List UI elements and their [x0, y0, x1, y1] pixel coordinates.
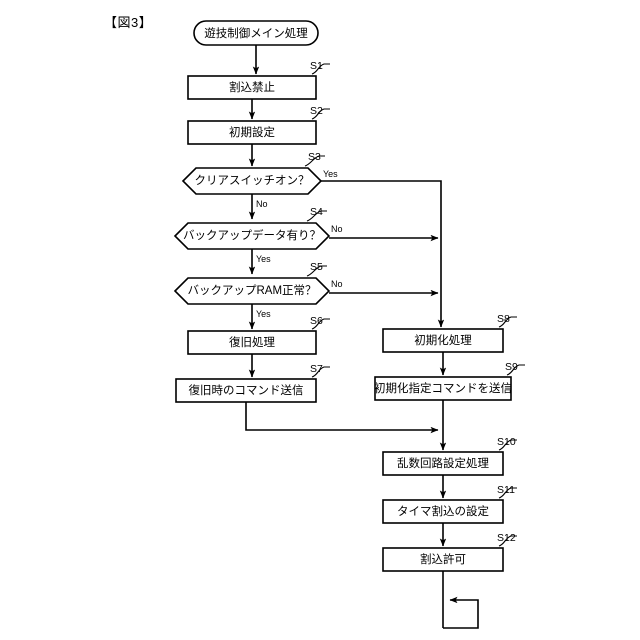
branch-label-s4-yes: Yes [256, 254, 271, 264]
leader-s2 [311, 108, 330, 120]
node-s10: 乱数回路設定処理 [382, 451, 504, 476]
node-start: 遊技制御メイン処理 [193, 20, 319, 46]
step-label-s5: S5 [310, 261, 323, 273]
branch-label-s3-yes: Yes [323, 169, 338, 179]
step-label-s4: S4 [310, 206, 323, 218]
step-label-s3: S3 [308, 151, 321, 163]
figure-label: 【図3】 [104, 15, 153, 30]
leader-s11 [498, 487, 517, 499]
leader-s4 [306, 210, 327, 222]
node-s8: 初期化処理 [382, 328, 504, 353]
node-s9-label: 初期化指定コマンドを送信 [374, 381, 512, 395]
node-s6-label: 復旧処理 [229, 335, 275, 349]
leader-s8 [498, 316, 517, 328]
leader-s12 [498, 535, 517, 547]
leader-s3 [304, 155, 325, 167]
step-label-s2: S2 [310, 105, 323, 117]
node-s4: バックアップデータ有り？ [173, 222, 331, 250]
step-label-s6: S6 [310, 315, 323, 327]
node-s3-label: クリアスイッチオン？ [195, 174, 310, 187]
node-s3: クリアスイッチオン？ [181, 167, 323, 195]
node-start-label: 遊技制御メイン処理 [204, 26, 308, 40]
step-label-s11: S11 [497, 484, 515, 496]
step-label-s9: S9 [505, 361, 518, 373]
step-label-s12: S12 [497, 532, 516, 544]
branch-label-s4-no: No [331, 224, 343, 234]
leader-s9 [506, 364, 525, 376]
node-s12-label: 割込許可 [420, 552, 466, 566]
node-s2-label: 初期設定 [229, 125, 275, 139]
node-s1-label: 割込禁止 [229, 80, 275, 94]
step-label-s10: S10 [497, 436, 516, 448]
leader-s5 [306, 265, 327, 277]
node-s10-label: 乱数回路設定処理 [397, 456, 489, 470]
node-s8-label: 初期化処理 [414, 333, 472, 347]
leader-s7 [311, 366, 330, 378]
edge-s3-s8-yes [321, 180, 445, 328]
branch-label-s5-no: No [331, 279, 343, 289]
leader-s10 [498, 439, 517, 451]
branch-label-s3-no: No [256, 199, 268, 209]
branch-label-s5-yes: Yes [256, 309, 271, 319]
step-label-s7: S7 [310, 363, 323, 375]
node-s2: 初期設定 [187, 120, 317, 145]
node-s12: 割込許可 [382, 547, 504, 572]
node-s11: タイマ割込の設定 [382, 499, 504, 524]
edge-loop-return [443, 596, 479, 629]
node-s4-label: バックアップデータ有り？ [183, 228, 321, 242]
node-s6: 復旧処理 [187, 330, 317, 355]
node-s11-label: タイマ割込の設定 [397, 504, 489, 518]
step-label-s1: S1 [310, 60, 323, 72]
node-s5-label: バックアップRAM正常？ [187, 284, 316, 297]
leader-s1 [311, 63, 330, 75]
node-s5: バックアップRAM正常？ [173, 277, 331, 305]
step-label-s8: S8 [497, 313, 510, 325]
edge-s7-s10 [245, 402, 439, 434]
node-s7-label: 復旧時のコマンド送信 [189, 383, 304, 397]
node-s9: 初期化指定コマンドを送信 [374, 376, 512, 401]
node-s1: 割込禁止 [187, 75, 317, 100]
leader-s6 [311, 318, 330, 330]
node-s7: 復旧時のコマンド送信 [175, 378, 317, 403]
